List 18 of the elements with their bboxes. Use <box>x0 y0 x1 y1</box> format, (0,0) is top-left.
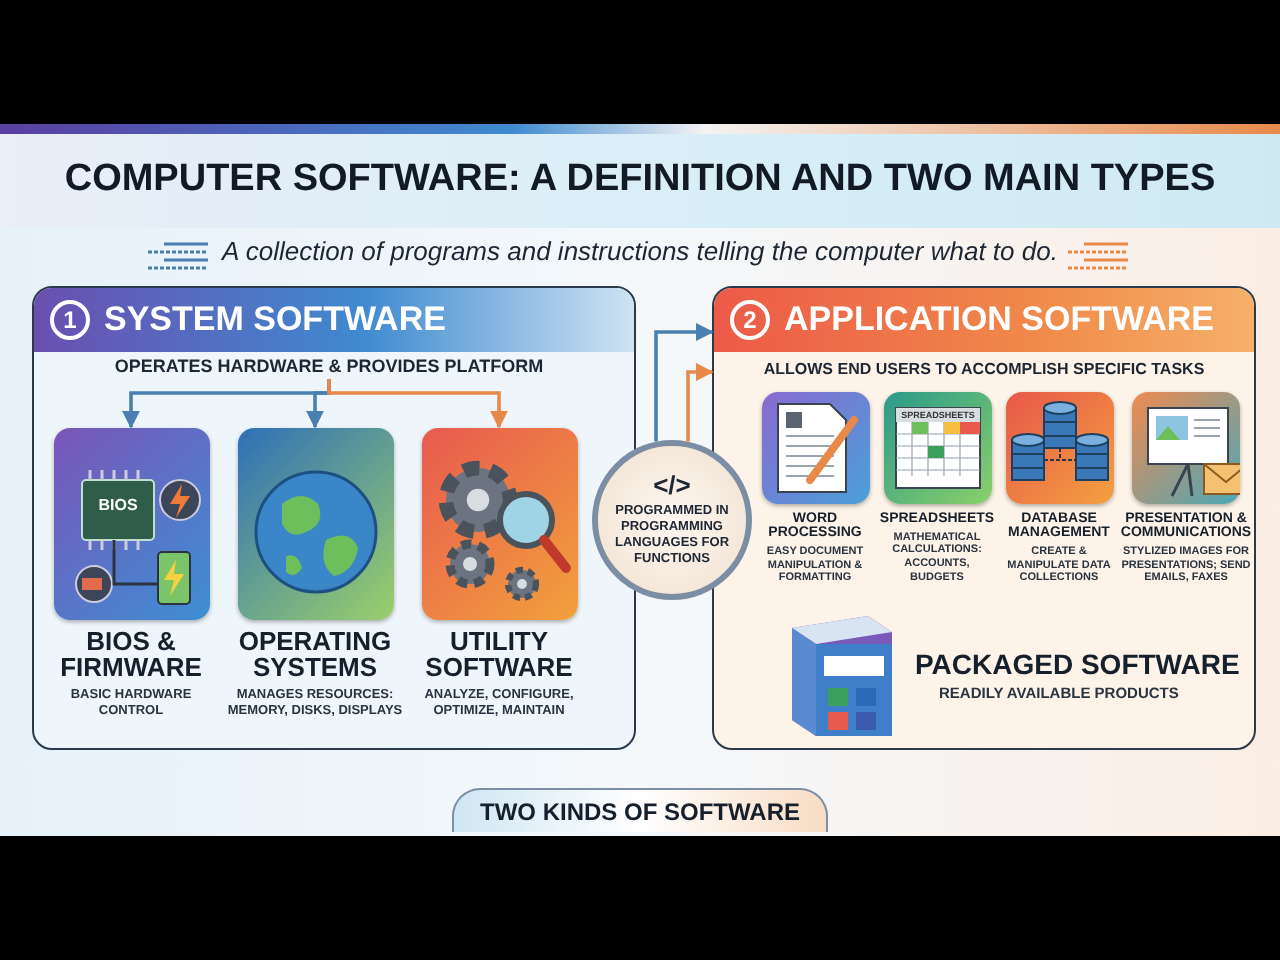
definition-text: A collection of programs and instructions telling the computer what to do. <box>220 236 1060 270</box>
title: COMPUTER SOFTWARE: A DEFINITION AND TWO MAIN TYPES <box>62 158 1218 204</box>
tile-heading: BIOS & FIRMWARE <box>58 627 204 682</box>
number-badge: 1 <box>50 300 90 340</box>
panel-subtitle: ALLOWS END USERS TO ACCOMPLISH SPECIFIC TASKS <box>761 360 1207 378</box>
number-badge: 2 <box>730 300 770 340</box>
connector-arrow <box>327 379 508 429</box>
panel-heading: SYSTEM SOFTWARE <box>104 300 446 340</box>
tile-heading: OPERATING SYSTEMS <box>236 627 394 682</box>
tile-heading: UTILITY SOFTWARE <box>423 627 575 682</box>
connector-arrow <box>686 363 714 442</box>
chip-label: BIOS <box>96 496 140 518</box>
connector-arrow <box>654 323 714 442</box>
banner-title: TWO KINDS OF SOFTWARE <box>452 788 828 832</box>
panel-heading: APPLICATION SOFTWARE <box>784 300 1215 340</box>
section-subtitle: OPERATES HARDWARE & PROVIDES PLATFORM <box>79 351 579 379</box>
tile-heading: PACKAGED SOFTWARE <box>915 647 1240 679</box>
code-symbol: </> <box>653 472 691 501</box>
